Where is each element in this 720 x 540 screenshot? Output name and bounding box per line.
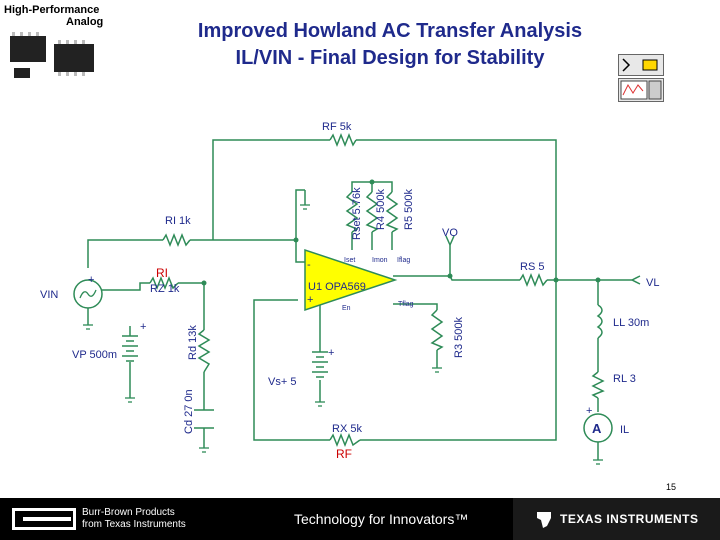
page-subtitle: IL/VIN - Final Design for Stability — [235, 47, 545, 69]
ri-label: RI 1k — [165, 215, 191, 227]
ammeter-label: A — [592, 421, 602, 436]
vin-plus: + — [88, 274, 94, 286]
il-label: IL — [620, 424, 629, 436]
rx-label: RX 5k — [332, 423, 362, 435]
footer-bar: Burr-Brown Products from Texas Instrumen… — [0, 498, 720, 540]
bb-line1: Burr-Brown Products — [82, 507, 175, 518]
opamp-plus: + — [307, 294, 313, 306]
vs-battery — [312, 351, 328, 378]
analysis-tool-icon[interactable] — [618, 78, 664, 102]
r5-label: R5 500k — [403, 189, 415, 230]
r5-resistor — [385, 191, 399, 233]
ti-wordmark: TEXAS INSTRUMENTS — [560, 512, 699, 526]
rl-resistor — [591, 371, 605, 399]
vs-label: Vs+ 5 — [268, 376, 296, 388]
rd-label: Rd 13k — [187, 325, 199, 360]
ground-symbols — [83, 204, 603, 465]
schematic-diagram: RF 5k Rset 5.76k R4 500k R5 500k RI 1k V… — [40, 121, 659, 465]
rset-label: Rset 5.76k — [351, 187, 363, 240]
ll-inductor — [596, 304, 603, 339]
burr-brown-text: Burr-Brown Products from Texas Instrumen… — [82, 507, 186, 531]
ri-resistor — [162, 232, 191, 248]
logo-line1: High-Performance — [4, 4, 100, 16]
rf-label: RF 5k — [322, 121, 352, 133]
vp-battery — [122, 335, 138, 362]
logo-line2: Analog — [66, 16, 104, 28]
vs-plus: + — [328, 347, 334, 359]
tagline: Technology for Innovators™ — [294, 511, 469, 527]
ti-logo-icon — [537, 512, 551, 528]
rs-resistor — [519, 272, 548, 288]
rs-label: RS 5 — [520, 261, 544, 273]
iflag-pin: Iflag — [397, 257, 410, 264]
u1-label: U1 OPA569 — [308, 281, 366, 293]
opamp-u1 — [304, 248, 398, 312]
circuit-wires — [87, 139, 632, 460]
ri-highlight-label: RI — [156, 266, 168, 280]
iset-pin: Iset — [344, 257, 355, 264]
rz-label: RZ 1k — [150, 283, 180, 295]
r4-resistor — [365, 191, 379, 233]
en-pin: En — [342, 305, 351, 312]
opamp-minus: - — [307, 259, 311, 271]
cd-label: Cd 27 0n — [183, 389, 195, 434]
vin-label: VIN — [40, 289, 58, 301]
tflag-pin: Tflag — [398, 301, 414, 308]
r4-label: R4 500k — [375, 189, 387, 230]
ll-label: LL 30m — [613, 317, 649, 329]
ammeter-icon — [583, 413, 613, 443]
rf-highlight-label: RF — [336, 447, 352, 461]
ammeter-plus: + — [586, 405, 592, 417]
rx-resistor — [329, 432, 361, 448]
rd-resistor — [197, 329, 211, 373]
rf-resistor — [329, 132, 357, 148]
brand-logo: High-Performance Analog — [4, 4, 103, 28]
page-number: 15 — [665, 482, 676, 492]
rz-resistor — [149, 275, 179, 291]
resistors — [149, 132, 605, 448]
rset-resistor — [345, 191, 359, 233]
r3-resistor — [430, 309, 444, 351]
rl-label: RL 3 — [613, 373, 636, 385]
burr-brown-logo — [12, 508, 76, 530]
vo-label: VO — [442, 227, 458, 239]
chip-icon — [10, 32, 94, 78]
bb-line2: from Texas Instruments — [82, 519, 186, 530]
page-title: Improved Howland AC Transfer Analysis — [197, 20, 583, 42]
r3-label: R3 500k — [453, 317, 465, 358]
vp-label: VP 500m — [72, 349, 117, 361]
cd-capacitor — [194, 409, 214, 429]
schematic-tool-icon[interactable] — [618, 54, 664, 76]
vp-plus: + — [140, 321, 146, 333]
imon-pin: Imon — [372, 257, 388, 264]
vl-label: VL — [646, 277, 659, 289]
probe-nodes — [445, 235, 641, 285]
